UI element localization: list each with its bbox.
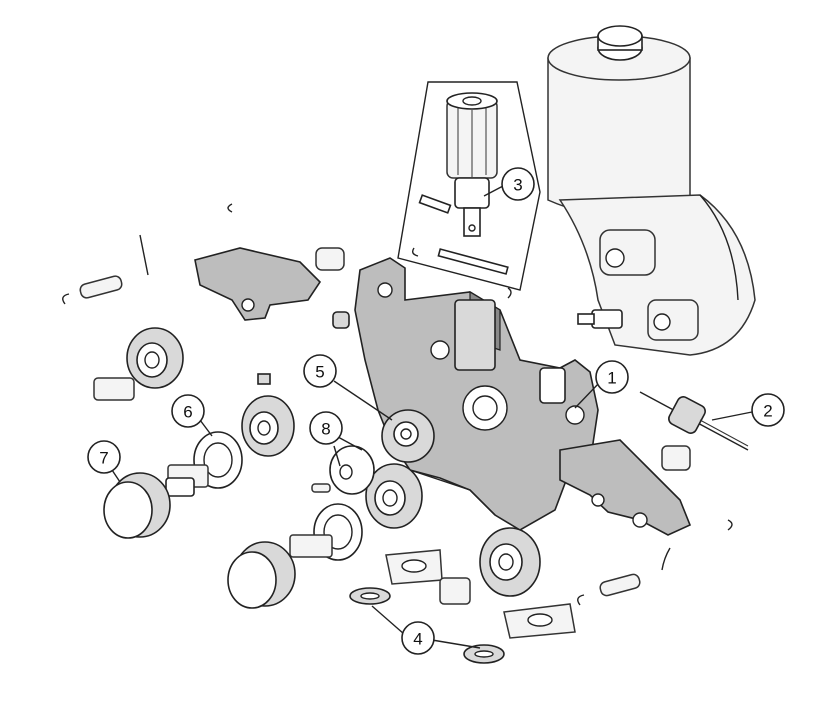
callout-label-5: 5 <box>315 363 324 382</box>
drive-gear-5 <box>381 409 435 463</box>
inlet-guide-2 <box>639 391 749 451</box>
main-housing <box>354 257 599 531</box>
clip-left <box>62 293 70 305</box>
callout-2: 2 <box>751 393 785 427</box>
clip-part <box>507 287 512 299</box>
pressure-roller-lower <box>289 503 363 561</box>
spring-top <box>139 234 149 276</box>
callout-label-8: 8 <box>321 420 330 439</box>
drive-motor <box>547 25 756 356</box>
gear-roll-mid-left <box>241 395 295 457</box>
clip-lower <box>577 594 585 606</box>
callout-label-1: 1 <box>607 369 616 388</box>
callout-1: 1 <box>595 360 629 394</box>
wire-guide-plates-4 <box>349 549 576 664</box>
axle-pin-left <box>79 275 123 299</box>
shaft-part <box>437 248 509 275</box>
screw-small <box>311 483 331 493</box>
pressure-arm-left <box>194 247 322 321</box>
spring-right <box>661 547 671 571</box>
gear-roll-upper-left <box>126 327 184 389</box>
pin-part <box>418 194 452 214</box>
callout-label-6: 6 <box>183 403 192 422</box>
key-small <box>257 373 271 385</box>
bolt-lower <box>439 577 471 605</box>
clip-right <box>727 519 733 531</box>
gear-roll-center <box>365 463 423 529</box>
clip-top <box>227 203 233 213</box>
callout-label-7: 7 <box>99 449 108 468</box>
callout-7: 7 <box>87 440 121 474</box>
callout-8: 8 <box>309 411 343 445</box>
bolt-small <box>332 311 350 329</box>
pressure-arm-right <box>559 439 692 536</box>
spacer-washer-8 <box>329 445 375 495</box>
adjust-screw-top <box>315 247 345 271</box>
drive-spindle <box>446 92 498 237</box>
callout-label-2: 2 <box>763 402 772 421</box>
tension-knob-7 <box>103 472 171 539</box>
callout-label-4: 4 <box>413 630 422 649</box>
callout-label-3: 3 <box>513 176 522 195</box>
clip-part <box>411 247 419 257</box>
callout-6: 6 <box>171 394 205 428</box>
tension-knob-lower <box>227 541 296 609</box>
gear-roll-lower <box>479 527 541 597</box>
pressure-roller-6 <box>165 431 243 497</box>
axle-pin-right <box>599 573 641 597</box>
callout-3: 3 <box>501 167 535 201</box>
bolt-right <box>661 445 691 471</box>
callout-5: 5 <box>303 354 337 388</box>
inset-detail-box <box>397 81 541 299</box>
bolt-left <box>93 377 135 401</box>
callout-4: 4 <box>401 621 435 655</box>
leader-lines <box>111 185 753 649</box>
